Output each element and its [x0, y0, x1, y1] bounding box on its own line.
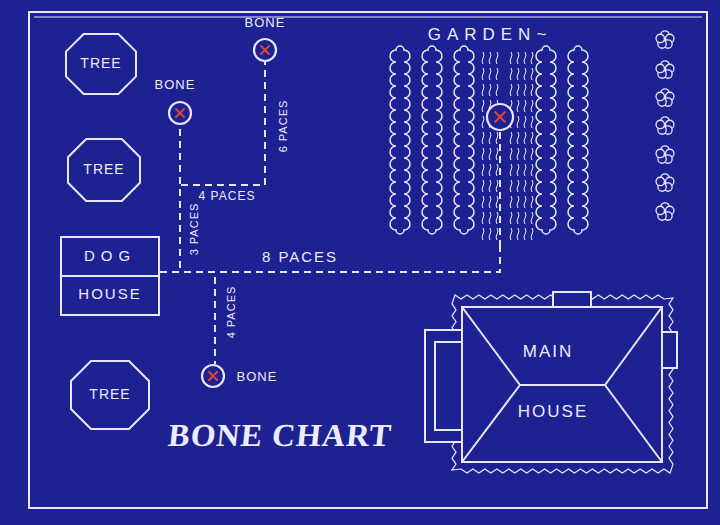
- spot-ring: [202, 365, 224, 387]
- spot-ring: [169, 102, 191, 124]
- main-house: MAIN HOUSE: [420, 290, 680, 475]
- bone-spot: [202, 365, 224, 387]
- box-divider: [61, 275, 159, 277]
- garden-row: [390, 46, 410, 234]
- node-label: GARDEN~: [428, 26, 553, 45]
- flower-symbol: [656, 174, 674, 191]
- flower-petal: [656, 149, 664, 157]
- main-house-outline: [420, 290, 680, 475]
- spot-cross: [495, 112, 506, 123]
- pace-label: 4 PACES: [197, 190, 258, 203]
- pace-path: [160, 62, 265, 272]
- bone-spot: [169, 102, 191, 124]
- node-label: BONE: [245, 16, 286, 30]
- pace-path: [160, 247, 500, 272]
- chart-title: BONE CHART: [165, 418, 396, 453]
- shrub-border: [452, 295, 673, 473]
- seedling-row: [517, 52, 519, 240]
- pace-label: 3 PACES: [188, 201, 200, 258]
- flower-petal: [656, 120, 664, 128]
- flower-petal: [656, 64, 664, 72]
- node-label: BONE: [237, 370, 278, 384]
- flower-petal: [656, 206, 664, 214]
- garden-row: [536, 46, 556, 234]
- garden-row: [454, 46, 474, 234]
- path-dashes: [499, 131, 501, 247]
- flower-petal: [656, 34, 664, 42]
- spot-cross: [208, 371, 217, 380]
- node-label: TREE: [89, 387, 130, 402]
- bone-marker: BONE: [155, 76, 205, 125]
- roof-outline: [462, 307, 662, 462]
- node-label: TREE: [80, 56, 121, 71]
- spot-ring: [487, 104, 513, 130]
- garden-plot: GARDEN~: [385, 22, 600, 247]
- octagon-outline: [68, 139, 140, 201]
- sheet-border: [29, 12, 707, 508]
- node-label: BONE: [155, 78, 196, 92]
- node-label: DOG: [84, 248, 136, 265]
- box-outline: [61, 237, 159, 315]
- seedling-row: [496, 52, 498, 240]
- bone-spot: [487, 104, 513, 130]
- spot-cross: [175, 108, 184, 117]
- porch-step: [435, 342, 462, 430]
- seedling-row: [489, 52, 491, 240]
- flower-symbol: [656, 61, 674, 78]
- side-step: [662, 332, 677, 368]
- pace-label: 8 PACES: [260, 249, 340, 266]
- sheet-border-inner: [34, 17, 702, 18]
- tree-octagon: TREE: [65, 33, 137, 95]
- tree-octagon: TREE: [70, 360, 150, 430]
- node-label: HOUSE: [518, 403, 588, 422]
- spot-ring: [254, 39, 276, 61]
- garden-plot-outline: [385, 22, 600, 247]
- flower-symbol: [656, 203, 674, 220]
- node-label: HOUSE: [78, 286, 141, 303]
- dog-house: DOG HOUSE: [60, 236, 160, 316]
- roof-hips: [462, 307, 662, 462]
- node-label: MAIN: [523, 343, 574, 362]
- flower-symbol: [656, 117, 674, 134]
- chimney: [553, 292, 591, 307]
- octagon-outline: [71, 361, 149, 429]
- flower-petal: [656, 177, 664, 185]
- tree-octagon: TREE: [67, 138, 141, 202]
- flower-symbol: [656, 146, 674, 163]
- spot-cross: [260, 45, 269, 54]
- seedling-row: [482, 52, 484, 240]
- flower-symbol: [656, 89, 674, 106]
- garden-row: [568, 46, 588, 234]
- seedling-row: [510, 52, 512, 240]
- bone-marker: BONE: [200, 364, 295, 390]
- pace-path: [160, 272, 215, 364]
- garden-row: [422, 46, 442, 234]
- seedling-row: [531, 52, 533, 240]
- porch: [425, 330, 462, 442]
- pace-label: 4 PACES: [225, 284, 237, 341]
- bone-marker: BONE: [240, 16, 290, 62]
- octagon-outline: [66, 34, 136, 94]
- seedling-row: [524, 52, 526, 240]
- bone-spot: [254, 39, 276, 61]
- flower-petal: [656, 92, 664, 100]
- pace-path: [160, 125, 180, 272]
- flower-symbol: [656, 31, 674, 48]
- pace-label: 6 PACES: [277, 98, 289, 155]
- node-label: TREE: [83, 162, 124, 177]
